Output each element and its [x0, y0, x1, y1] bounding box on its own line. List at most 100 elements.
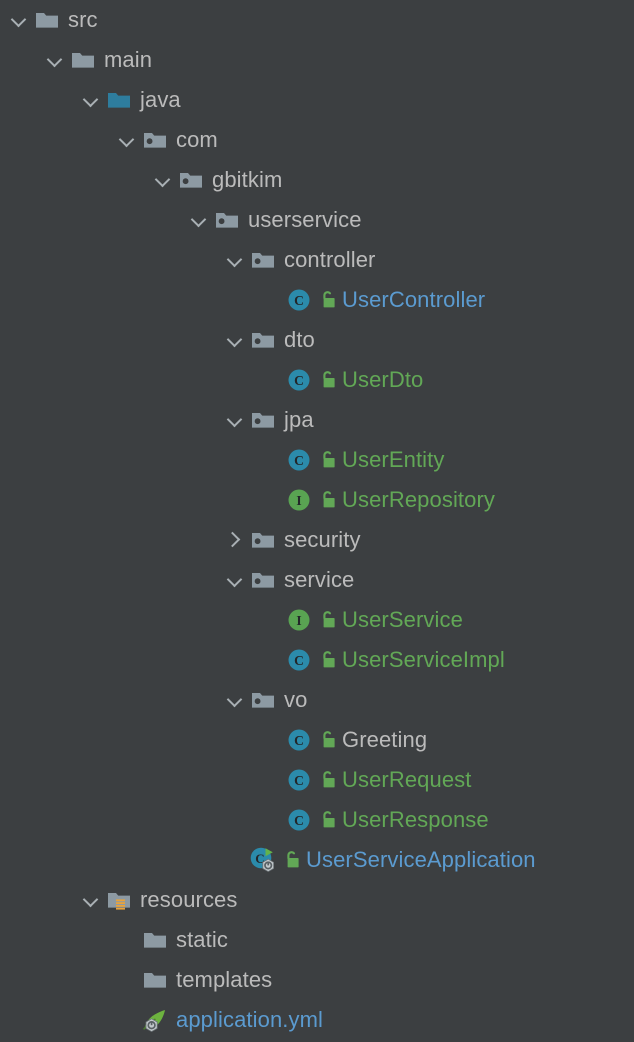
- unlocked-padlock-icon: [318, 445, 340, 475]
- twisty-spacer: [260, 480, 284, 520]
- unlocked-padlock-icon: [318, 365, 340, 395]
- twisty-spacer: [116, 960, 140, 1000]
- tree-row[interactable]: application.yml: [0, 1000, 634, 1040]
- package-folder-icon: [212, 205, 242, 235]
- tree-row-label: Greeting: [342, 727, 428, 752]
- tree-row[interactable]: service: [0, 560, 634, 600]
- twisty-spacer: [260, 440, 284, 480]
- tree-row[interactable]: dto: [0, 320, 634, 360]
- spring-config-file-icon: [140, 1005, 170, 1035]
- java-class-icon: C: [284, 445, 314, 475]
- chevron-down-icon[interactable]: [44, 40, 68, 80]
- tree-row[interactable]: com: [0, 120, 634, 160]
- chevron-down-icon[interactable]: [224, 400, 248, 440]
- tree-row[interactable]: userservice: [0, 200, 634, 240]
- tree-row[interactable]: C UserEntity: [0, 440, 634, 480]
- chevron-down-icon[interactable]: [224, 240, 248, 280]
- tree-row[interactable]: java: [0, 80, 634, 120]
- unlocked-padlock-icon: [318, 765, 340, 795]
- folder-icon: [32, 5, 62, 35]
- tree-row-label: application.yml: [176, 1007, 324, 1032]
- tree-row[interactable]: main: [0, 40, 634, 80]
- svg-text:C: C: [294, 733, 304, 748]
- tree-row-label: security: [284, 527, 361, 552]
- tree-row[interactable]: vo: [0, 680, 634, 720]
- chevron-down-icon[interactable]: [116, 120, 140, 160]
- tree-row[interactable]: C UserResponse: [0, 800, 634, 840]
- tree-row-label: main: [104, 47, 153, 72]
- tree-row-label: static: [176, 927, 228, 952]
- tree-row[interactable]: I UserRepository: [0, 480, 634, 520]
- tree-row[interactable]: templates: [0, 960, 634, 1000]
- java-class-icon: C: [284, 805, 314, 835]
- tree-row[interactable]: src: [0, 0, 634, 40]
- folder-icon: [140, 925, 170, 955]
- unlocked-padlock-icon: [282, 845, 304, 875]
- svg-text:C: C: [294, 453, 304, 468]
- tree-row[interactable]: static: [0, 920, 634, 960]
- tree-row-label: UserServiceApplication: [306, 847, 536, 872]
- chevron-down-icon[interactable]: [224, 680, 248, 720]
- tree-row[interactable]: jpa: [0, 400, 634, 440]
- java-class-icon: C: [284, 645, 314, 675]
- tree-row-label: UserService: [342, 607, 463, 632]
- tree-row-label: userservice: [248, 207, 362, 232]
- tree-row[interactable]: controller: [0, 240, 634, 280]
- tree-row[interactable]: I UserService: [0, 600, 634, 640]
- tree-row-label: UserResponse: [342, 807, 489, 832]
- chevron-down-icon[interactable]: [224, 560, 248, 600]
- chevron-down-icon[interactable]: [188, 200, 212, 240]
- package-folder-icon: [248, 405, 278, 435]
- folder-icon: [140, 965, 170, 995]
- package-folder-icon: [248, 245, 278, 275]
- tree-row-label: UserEntity: [342, 447, 445, 472]
- java-interface-icon: I: [284, 605, 314, 635]
- twisty-spacer: [116, 920, 140, 960]
- twisty-spacer: [260, 800, 284, 840]
- tree-row[interactable]: security: [0, 520, 634, 560]
- package-folder-icon: [248, 325, 278, 355]
- tree-row-label: service: [284, 567, 355, 592]
- twisty-spacer: [116, 1000, 140, 1040]
- svg-text:C: C: [294, 653, 304, 668]
- svg-text:I: I: [296, 493, 301, 508]
- svg-text:I: I: [296, 613, 301, 628]
- tree-row[interactable]: C Greeting: [0, 720, 634, 760]
- chevron-right-icon[interactable]: [224, 520, 248, 560]
- tree-row-label: java: [140, 87, 181, 112]
- tree-row[interactable]: C UserServiceApplication: [0, 840, 634, 880]
- tree-row-label: dto: [284, 327, 315, 352]
- chevron-down-icon[interactable]: [152, 160, 176, 200]
- twisty-spacer: [260, 720, 284, 760]
- resource-root-folder-icon: [104, 885, 134, 915]
- tree-row-label: resources: [140, 887, 238, 912]
- tree-row[interactable]: gbitkim: [0, 160, 634, 200]
- spring-boot-application-icon: C: [248, 845, 278, 875]
- chevron-down-icon[interactable]: [224, 320, 248, 360]
- package-folder-icon: [140, 125, 170, 155]
- twisty-spacer: [260, 360, 284, 400]
- folder-icon: [68, 45, 98, 75]
- svg-text:C: C: [294, 293, 304, 308]
- twisty-spacer: [260, 280, 284, 320]
- chevron-down-icon[interactable]: [8, 0, 32, 40]
- unlocked-padlock-icon: [318, 285, 340, 315]
- chevron-down-icon[interactable]: [80, 80, 104, 120]
- tree-row-label: gbitkim: [212, 167, 283, 192]
- tree-row-label: UserRepository: [342, 487, 496, 512]
- tree-row-label: jpa: [284, 407, 314, 432]
- tree-row-label: UserRequest: [342, 767, 472, 792]
- tree-row-label: src: [68, 7, 98, 32]
- tree-row[interactable]: resources: [0, 880, 634, 920]
- unlocked-padlock-icon: [318, 645, 340, 675]
- chevron-down-icon[interactable]: [80, 880, 104, 920]
- svg-text:C: C: [255, 851, 264, 866]
- package-folder-icon: [248, 685, 278, 715]
- unlocked-padlock-icon: [318, 805, 340, 835]
- package-folder-icon: [248, 525, 278, 555]
